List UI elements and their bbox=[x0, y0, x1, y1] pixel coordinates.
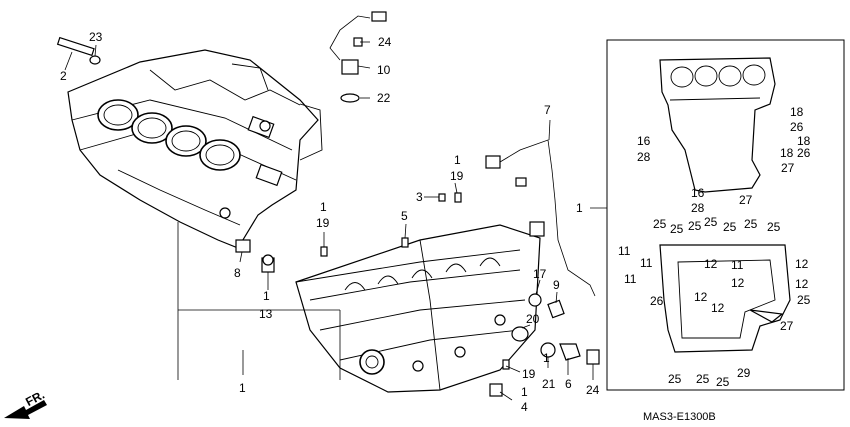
label-19a: 19 bbox=[450, 169, 464, 183]
label-1f: 1 bbox=[521, 385, 528, 399]
label-12d: 12 bbox=[795, 277, 809, 291]
label-17: 17 bbox=[533, 267, 547, 281]
lower-crankcase bbox=[295, 224, 541, 393]
label-29: 29 bbox=[737, 366, 751, 380]
label-11c: 11 bbox=[624, 272, 637, 286]
label-27c: 27 bbox=[780, 319, 794, 333]
label-25c: 25 bbox=[688, 219, 702, 233]
label-16a: 16 bbox=[637, 134, 651, 148]
harness-7 bbox=[485, 139, 596, 297]
label-1b: 1 bbox=[239, 381, 246, 395]
label-16b: 16 bbox=[691, 186, 705, 200]
label-27a: 27 bbox=[781, 161, 795, 175]
label-24b: 24 bbox=[586, 383, 600, 397]
label-19b: 19 bbox=[316, 216, 330, 230]
label-26c: 26 bbox=[650, 294, 664, 308]
label-7: 7 bbox=[544, 103, 551, 117]
label-25g: 25 bbox=[767, 220, 781, 234]
label-4: 4 bbox=[521, 400, 528, 414]
label-26b: 26 bbox=[797, 146, 811, 160]
label-25i: 25 bbox=[668, 372, 682, 386]
label-1e: 1 bbox=[543, 351, 550, 365]
label-19c: 19 bbox=[522, 367, 536, 381]
label-26a: 26 bbox=[790, 120, 804, 134]
label-25e: 25 bbox=[723, 220, 737, 234]
label-25k: 25 bbox=[716, 375, 730, 389]
label-24a: 24 bbox=[378, 35, 392, 49]
label-1g: 1 bbox=[576, 201, 583, 215]
label-5: 5 bbox=[401, 209, 408, 223]
label-8: 8 bbox=[234, 266, 241, 280]
label-11b: 11 bbox=[640, 256, 653, 270]
label-2: 2 bbox=[60, 69, 67, 83]
small-fittings bbox=[489, 293, 600, 397]
o-ring bbox=[340, 93, 360, 103]
label-3: 3 bbox=[416, 190, 423, 204]
label-6: 6 bbox=[565, 377, 572, 391]
oil-pressure-switch bbox=[235, 239, 275, 273]
front-arrow-icon bbox=[4, 400, 47, 419]
label-18c: 18 bbox=[780, 146, 794, 160]
diagram-code: MAS3-E1300B bbox=[643, 411, 716, 423]
label-22: 22 bbox=[377, 91, 391, 105]
label-21: 21 bbox=[542, 377, 556, 391]
label-25d: 25 bbox=[704, 215, 718, 229]
label-18b: 18 bbox=[797, 134, 811, 148]
label-25f: 25 bbox=[744, 217, 758, 231]
label-12c: 12 bbox=[731, 276, 745, 290]
label-1c: 1 bbox=[454, 153, 461, 167]
label-23: 23 bbox=[89, 30, 103, 44]
label-20: 20 bbox=[526, 312, 540, 326]
label-12e: 12 bbox=[694, 290, 708, 304]
part-labels: 2 23 24 10 22 8 1 13 1 7 1 19 3 1 19 5 1… bbox=[23, 30, 810, 423]
label-9: 9 bbox=[553, 278, 560, 292]
label-25a: 25 bbox=[653, 217, 667, 231]
label-12f: 12 bbox=[711, 301, 725, 315]
washer bbox=[89, 55, 101, 65]
sensor-assembly bbox=[329, 11, 387, 103]
label-25h: 25 bbox=[797, 293, 811, 307]
label-28a: 28 bbox=[637, 150, 651, 164]
label-13: 13 bbox=[259, 307, 273, 321]
label-25b: 25 bbox=[670, 222, 684, 236]
dowel-pins-lower bbox=[320, 192, 510, 370]
label-25j: 25 bbox=[696, 372, 710, 386]
upper-crankcase bbox=[67, 49, 323, 249]
label-28b: 28 bbox=[691, 201, 705, 215]
label-18a: 18 bbox=[790, 105, 804, 119]
label-1a: 1 bbox=[263, 289, 270, 303]
label-27b: 27 bbox=[739, 193, 753, 207]
leader-lines bbox=[64, 41, 607, 401]
label-11d: 11 bbox=[731, 258, 744, 272]
label-12b: 12 bbox=[795, 257, 809, 271]
label-12a: 12 bbox=[704, 257, 718, 271]
label-11a: 11 bbox=[618, 244, 631, 258]
label-1d: 1 bbox=[320, 200, 327, 214]
label-10: 10 bbox=[377, 63, 391, 77]
inset-panel bbox=[606, 39, 845, 391]
dowel-pin bbox=[56, 36, 101, 65]
